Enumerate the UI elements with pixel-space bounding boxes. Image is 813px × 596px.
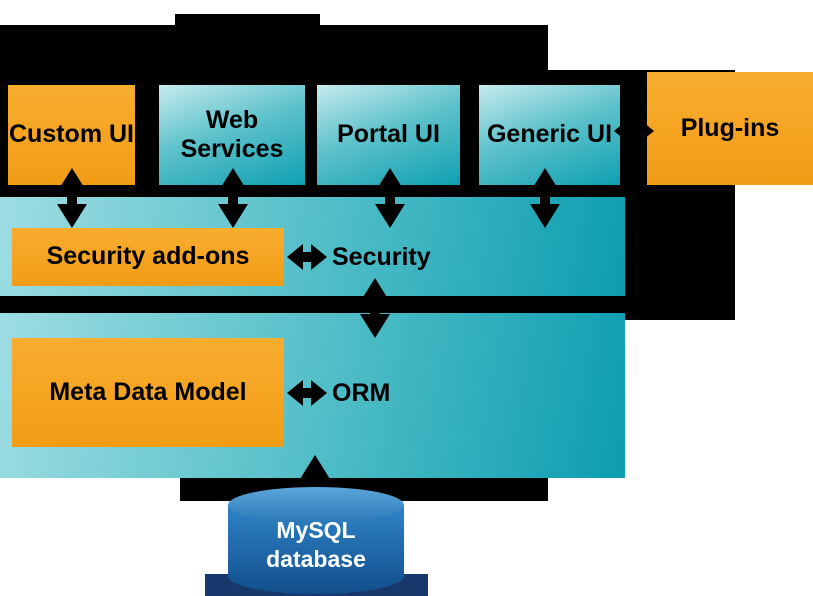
- security-label: Security: [332, 243, 431, 271]
- mysql-database-label: MySQL database: [266, 517, 366, 572]
- web-services-connector-double-arrow-icon: [218, 168, 248, 228]
- portal-ui-box: Portal UI: [317, 85, 460, 185]
- custom-ui-label: Custom UI: [9, 120, 134, 149]
- security-to-model-double-arrow-icon: [360, 278, 390, 338]
- database-cylinder-icon: [228, 487, 404, 594]
- security-addons-label: Security add-ons: [46, 242, 250, 271]
- orm-label: ORM: [332, 379, 391, 407]
- portal-ui-label: Portal UI: [337, 120, 440, 149]
- plug-ins-label: Plug-ins: [680, 113, 780, 142]
- generic-ui-plug-ins-double-arrow-icon: [614, 118, 654, 144]
- meta-data-model-orm-double-arrow-icon: [287, 380, 327, 406]
- black-layer-divider: [0, 296, 630, 313]
- generic-ui-connector-double-arrow-icon: [530, 168, 560, 228]
- plug-ins-box: Plug-ins: [647, 72, 813, 185]
- meta-data-model-box: Meta Data Model: [12, 338, 284, 447]
- meta-data-model-label: Meta Data Model: [49, 377, 247, 406]
- web-services-box: Web Services: [159, 85, 305, 185]
- mysql-database-node: MySQL database: [227, 486, 405, 596]
- custom-ui-box: Custom UI: [8, 85, 135, 185]
- generic-ui-label: Generic UI: [486, 120, 613, 149]
- security-addons-box: Security add-ons: [12, 228, 284, 286]
- generic-ui-box: Generic UI: [479, 85, 620, 185]
- portal-ui-connector-double-arrow-icon: [375, 168, 405, 228]
- security-addons-security-double-arrow-icon: [287, 244, 327, 270]
- web-services-label: Web Services: [180, 105, 284, 164]
- custom-ui-connector-double-arrow-icon: [57, 168, 87, 228]
